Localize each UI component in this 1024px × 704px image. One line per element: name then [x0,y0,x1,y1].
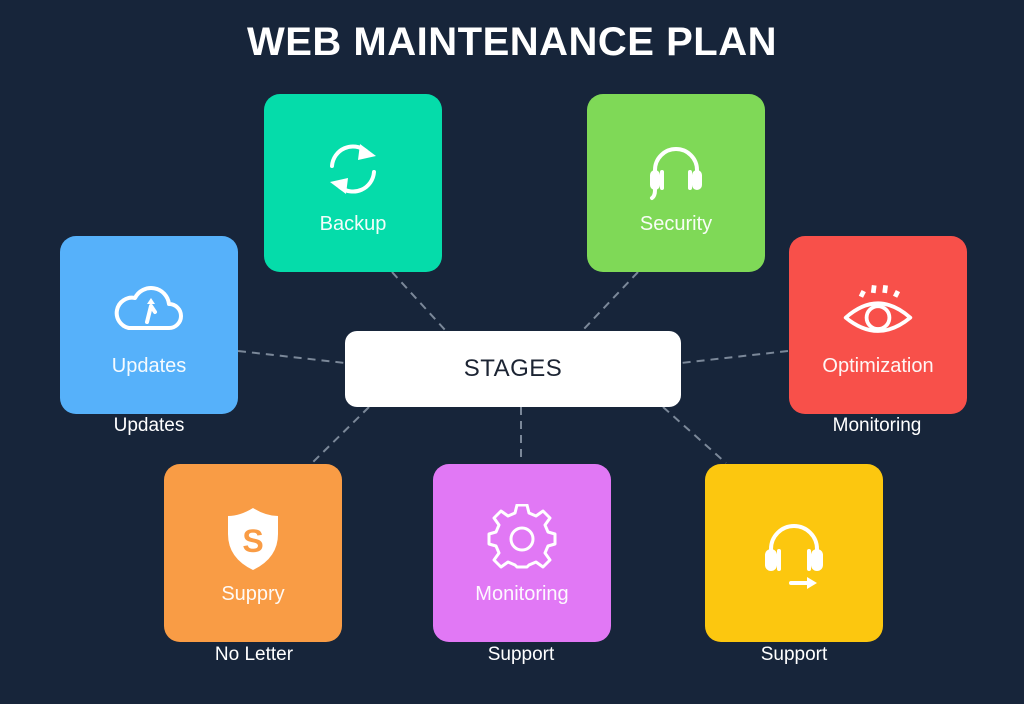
caption-support: Support [760,644,828,665]
card-optimization[interactable]: Optimization [789,236,967,414]
card-label: Suppry [221,582,285,605]
refresh-icon [315,131,391,207]
caption-updates: Updates [113,415,185,436]
gear-icon [484,501,560,577]
connector-updates [237,350,346,364]
card-security[interactable]: Security [587,94,765,272]
connector-security [581,271,639,332]
card-updates[interactable]: Updates [60,236,238,414]
card-backup[interactable]: Backup [264,94,442,272]
stages-node[interactable]: STAGES [345,331,681,407]
svg-text:S: S [242,523,263,559]
card-label: Monitoring [475,582,569,605]
diagram-title: WEB MAINTENANCE PLAN [247,20,777,64]
headphones-icon [638,131,714,207]
card-suppry[interactable]: S Suppry [164,464,342,642]
connector-support [662,406,727,464]
connector-backup [391,271,447,332]
connector-suppry [311,406,370,464]
caption-optimization: Monitoring [832,415,922,436]
card-label: Optimization [822,354,934,377]
headset-arrow-icon [756,515,832,591]
card-monitoring[interactable]: Monitoring [433,464,611,642]
caption-monitoring: Support [487,644,555,665]
shield-s-icon: S [215,501,291,577]
card-support[interactable] [705,464,883,642]
card-label: Backup [319,212,387,235]
cloud-upload-icon [111,273,187,349]
eye-icon [840,273,916,349]
caption-suppry: No Letter [214,644,294,665]
connector-optimization [680,350,789,364]
card-label: Security [639,212,713,235]
card-label: Updates [111,354,187,377]
stages-label: STAGES [463,355,563,382]
